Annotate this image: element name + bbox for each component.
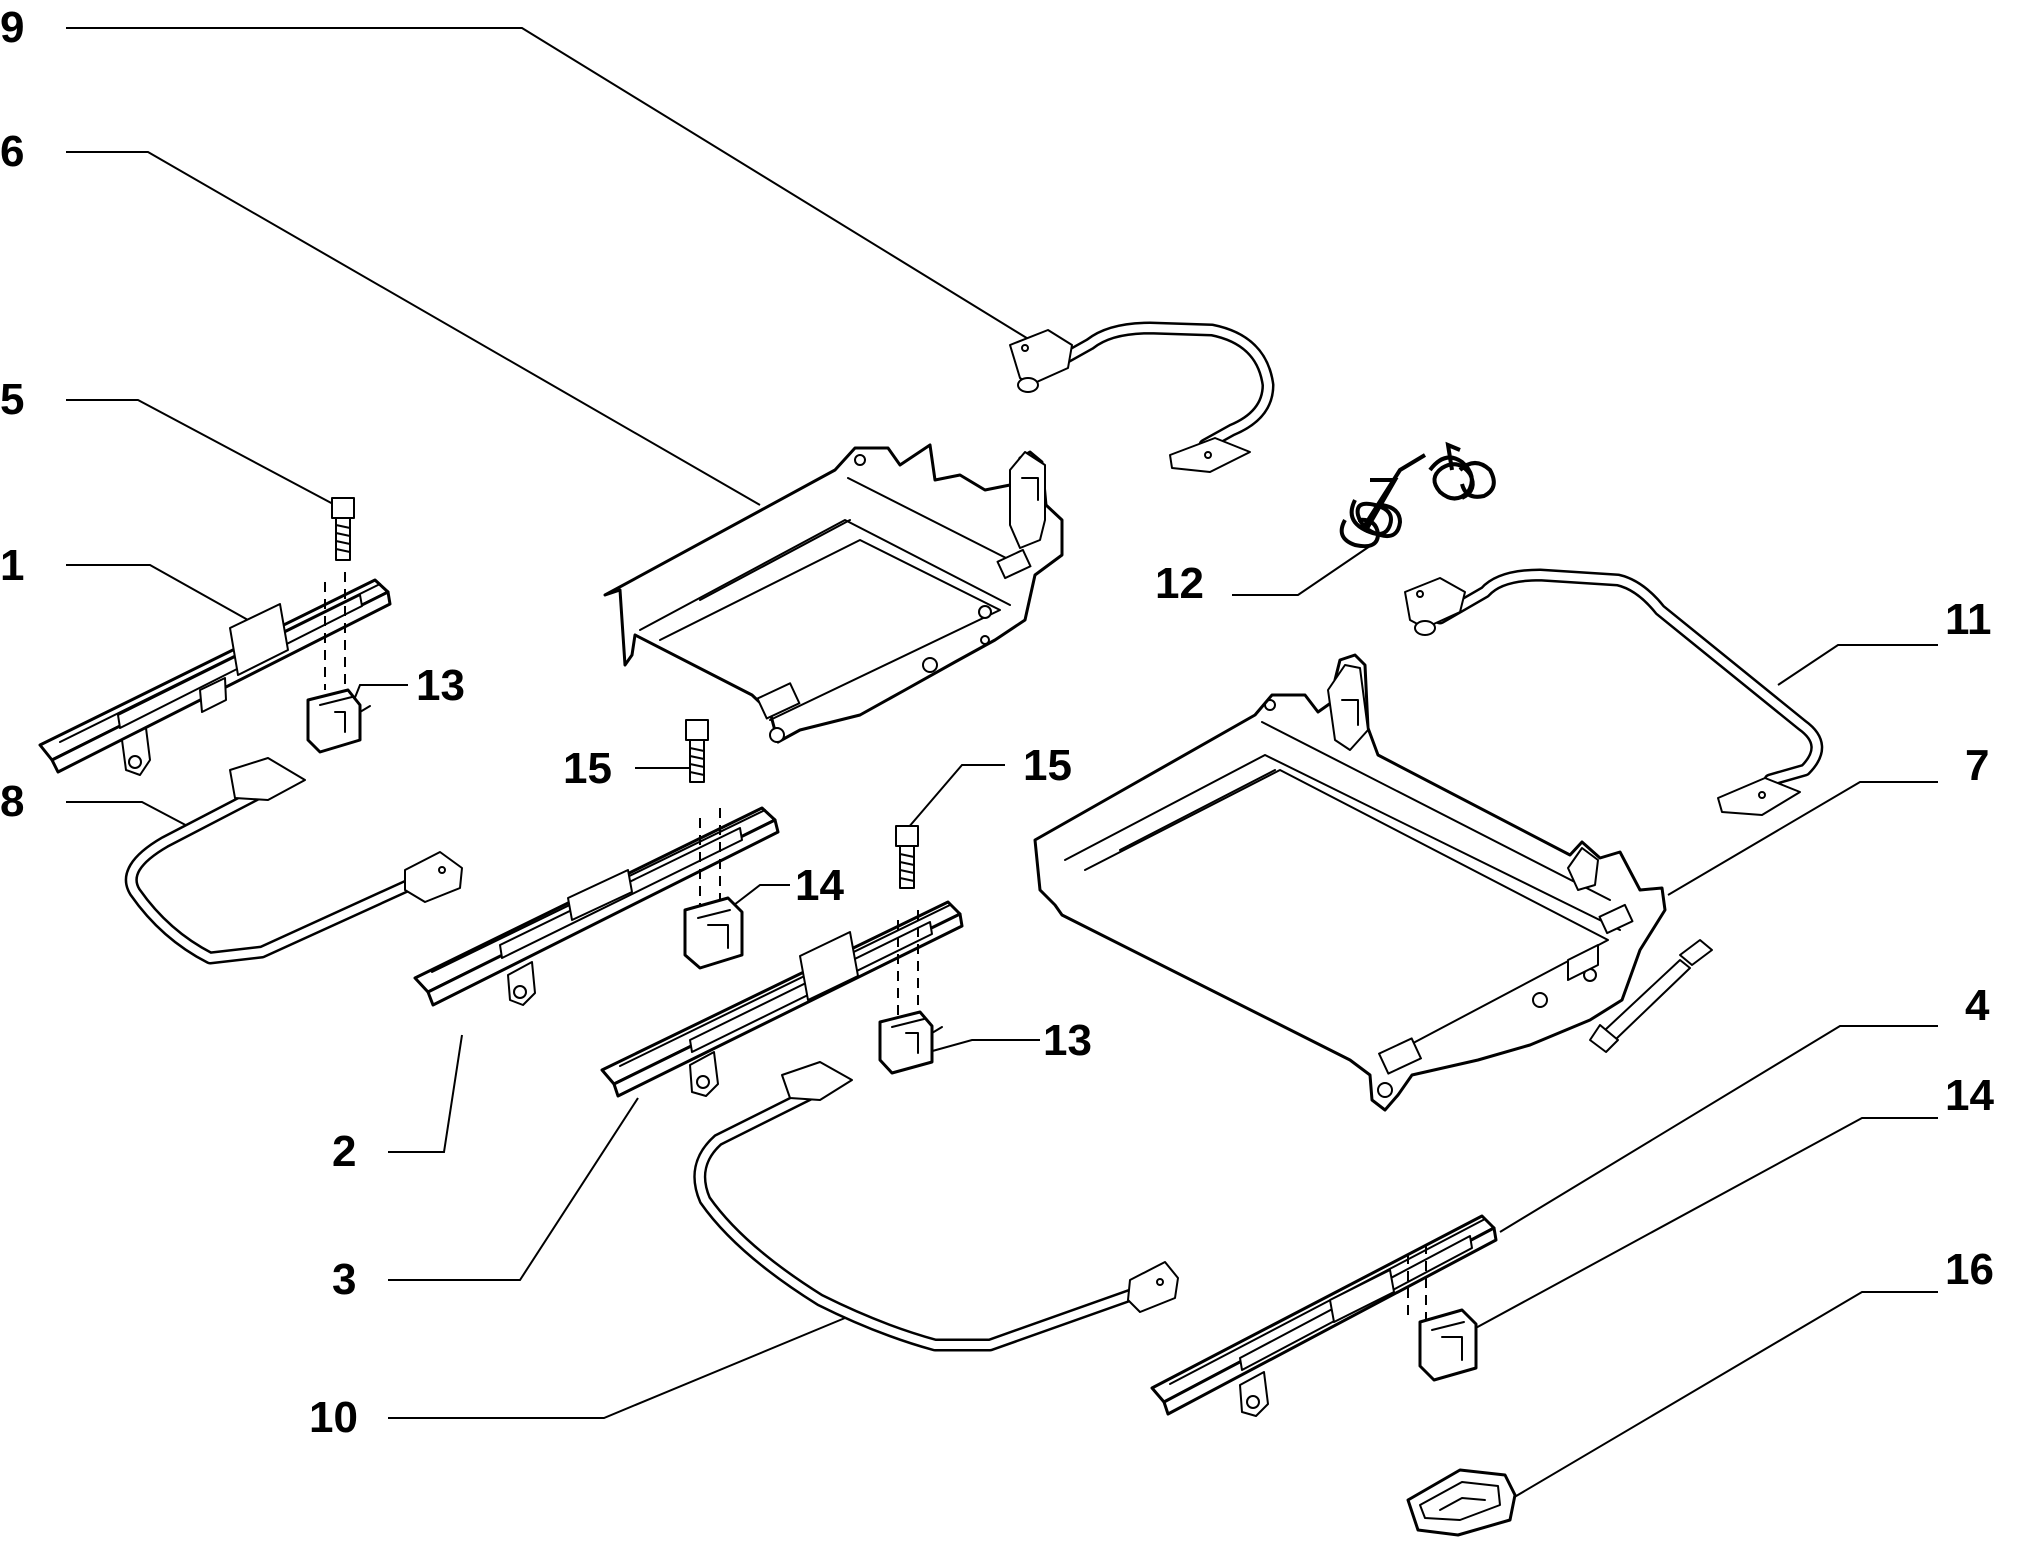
label-15a: 15	[563, 744, 612, 793]
label-16: 16	[1945, 1245, 1994, 1294]
part-12-springs	[1339, 441, 1496, 549]
part-16-pocket	[1406, 1468, 1517, 1537]
part-15b-bolt	[895, 825, 919, 889]
leader-14b	[1471, 1117, 1938, 1331]
label-3: 3	[332, 1255, 356, 1304]
part-15a-bolt	[685, 719, 709, 783]
part-9-rod	[1009, 321, 1275, 473]
part-14b-clip	[1418, 1308, 1478, 1382]
gas-strut	[1589, 939, 1713, 1053]
part-13b-clip	[878, 1010, 943, 1075]
label-12: 12	[1155, 559, 1204, 608]
leader-11	[1777, 644, 1938, 686]
part-2-rail	[413, 806, 780, 1007]
callout-labels: 9 6 5 1 13 8 15 15 14 13 2 3 10 12 11 7 …	[0, 3, 1994, 1442]
leader-12	[1232, 545, 1371, 596]
part-13a-clip	[306, 688, 371, 754]
label-2: 2	[332, 1127, 356, 1176]
label-4: 4	[1965, 981, 1990, 1030]
label-1: 1	[0, 541, 24, 590]
label-14a: 14	[795, 861, 844, 910]
part-10-rod	[693, 1061, 1179, 1352]
label-6: 6	[0, 127, 24, 176]
label-13a: 13	[416, 661, 465, 710]
label-8: 8	[0, 777, 24, 826]
leader-16	[1505, 1291, 1938, 1503]
part-1-rail	[38, 572, 392, 776]
label-7: 7	[1965, 741, 1989, 790]
leader-13b	[917, 1039, 1040, 1056]
label-9: 9	[0, 3, 24, 52]
leader-3	[388, 1097, 639, 1281]
leader-15b	[907, 764, 1005, 829]
part-8-rod	[124, 757, 463, 965]
leader-13a	[351, 684, 408, 706]
part-14a-clip	[683, 896, 744, 970]
part-11-rod	[1404, 568, 1824, 816]
leader-4	[1499, 1025, 1938, 1233]
leader-1	[66, 564, 249, 621]
part-7-seat-frame	[1033, 653, 1667, 1112]
part-4-rail	[1150, 1214, 1498, 1417]
leader-2	[388, 1034, 463, 1153]
label-10: 10	[309, 1393, 358, 1442]
label-15b: 15	[1023, 741, 1072, 790]
leader-9	[66, 27, 1031, 341]
label-11: 11	[1945, 595, 1992, 644]
leader-14a	[733, 884, 790, 906]
label-14b: 14	[1945, 1071, 1994, 1120]
leader-6	[66, 151, 761, 506]
label-13b: 13	[1043, 1016, 1092, 1065]
leader-7	[1667, 781, 1938, 896]
leader-8	[66, 801, 196, 831]
leader-lines	[66, 27, 1938, 1503]
part-5-bolt	[331, 497, 355, 561]
part-6-seat-frame	[603, 443, 1064, 744]
label-5: 5	[0, 375, 24, 424]
leader-5	[66, 399, 336, 506]
part-3-rail	[600, 900, 964, 1098]
leader-10	[388, 1317, 846, 1419]
